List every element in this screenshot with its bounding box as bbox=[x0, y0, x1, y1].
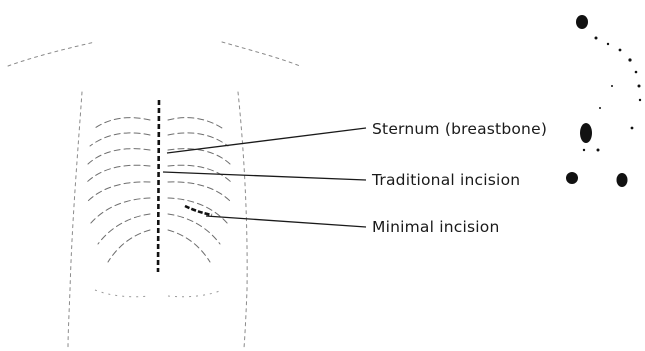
rib-right bbox=[168, 198, 228, 224]
ink-speck bbox=[599, 107, 601, 109]
ink-speck bbox=[607, 43, 609, 45]
rib-right bbox=[168, 149, 230, 164]
leader-lines bbox=[163, 128, 366, 227]
rib-left bbox=[108, 230, 150, 262]
abdomen-mark bbox=[168, 290, 222, 297]
ink-speck bbox=[628, 58, 631, 61]
leader-line-minimal bbox=[206, 216, 366, 227]
ink-speck bbox=[635, 71, 638, 74]
ink-blot bbox=[617, 173, 628, 187]
ink-speck bbox=[619, 49, 622, 52]
abdomen-mark bbox=[95, 290, 150, 297]
leader-line-sternum bbox=[167, 128, 366, 153]
left-torso-side bbox=[68, 92, 82, 348]
ink-speck bbox=[638, 85, 641, 88]
right-shoulder-line bbox=[222, 42, 300, 66]
rib-right bbox=[168, 182, 232, 203]
rib-left bbox=[95, 118, 150, 128]
label-minimal-incision: Minimal incision bbox=[372, 218, 500, 236]
rib-left bbox=[86, 165, 150, 183]
ink-blot bbox=[576, 15, 588, 29]
ink-blot bbox=[580, 123, 592, 143]
leader-line-traditional bbox=[163, 172, 366, 180]
torso-outline bbox=[8, 42, 300, 348]
rib-right bbox=[168, 230, 210, 262]
rib-left bbox=[90, 133, 150, 146]
scan-artifacts bbox=[566, 15, 641, 187]
label-traditional-incision: Traditional incision bbox=[371, 171, 520, 189]
ink-speck bbox=[631, 127, 634, 130]
rib-right bbox=[168, 133, 228, 146]
lower-torso-marks bbox=[95, 290, 222, 297]
rib-left bbox=[98, 214, 150, 244]
left-shoulder-line bbox=[8, 42, 95, 66]
minimal-incision-mark bbox=[185, 206, 212, 215]
rib-left bbox=[86, 182, 150, 203]
ink-speck bbox=[595, 37, 598, 40]
rib-left bbox=[90, 198, 150, 224]
right-torso-side bbox=[238, 92, 247, 348]
sternum-incision-line bbox=[158, 100, 159, 272]
ink-speck bbox=[583, 149, 585, 151]
ink-blot bbox=[566, 172, 578, 184]
label-sternum: Sternum (breastbone) bbox=[372, 120, 547, 138]
ink-speck bbox=[611, 85, 613, 87]
ink-speck bbox=[639, 99, 641, 101]
ink-speck bbox=[597, 149, 600, 152]
rib-right bbox=[168, 214, 220, 244]
rib-left bbox=[88, 149, 150, 164]
rib-right bbox=[168, 118, 222, 128]
